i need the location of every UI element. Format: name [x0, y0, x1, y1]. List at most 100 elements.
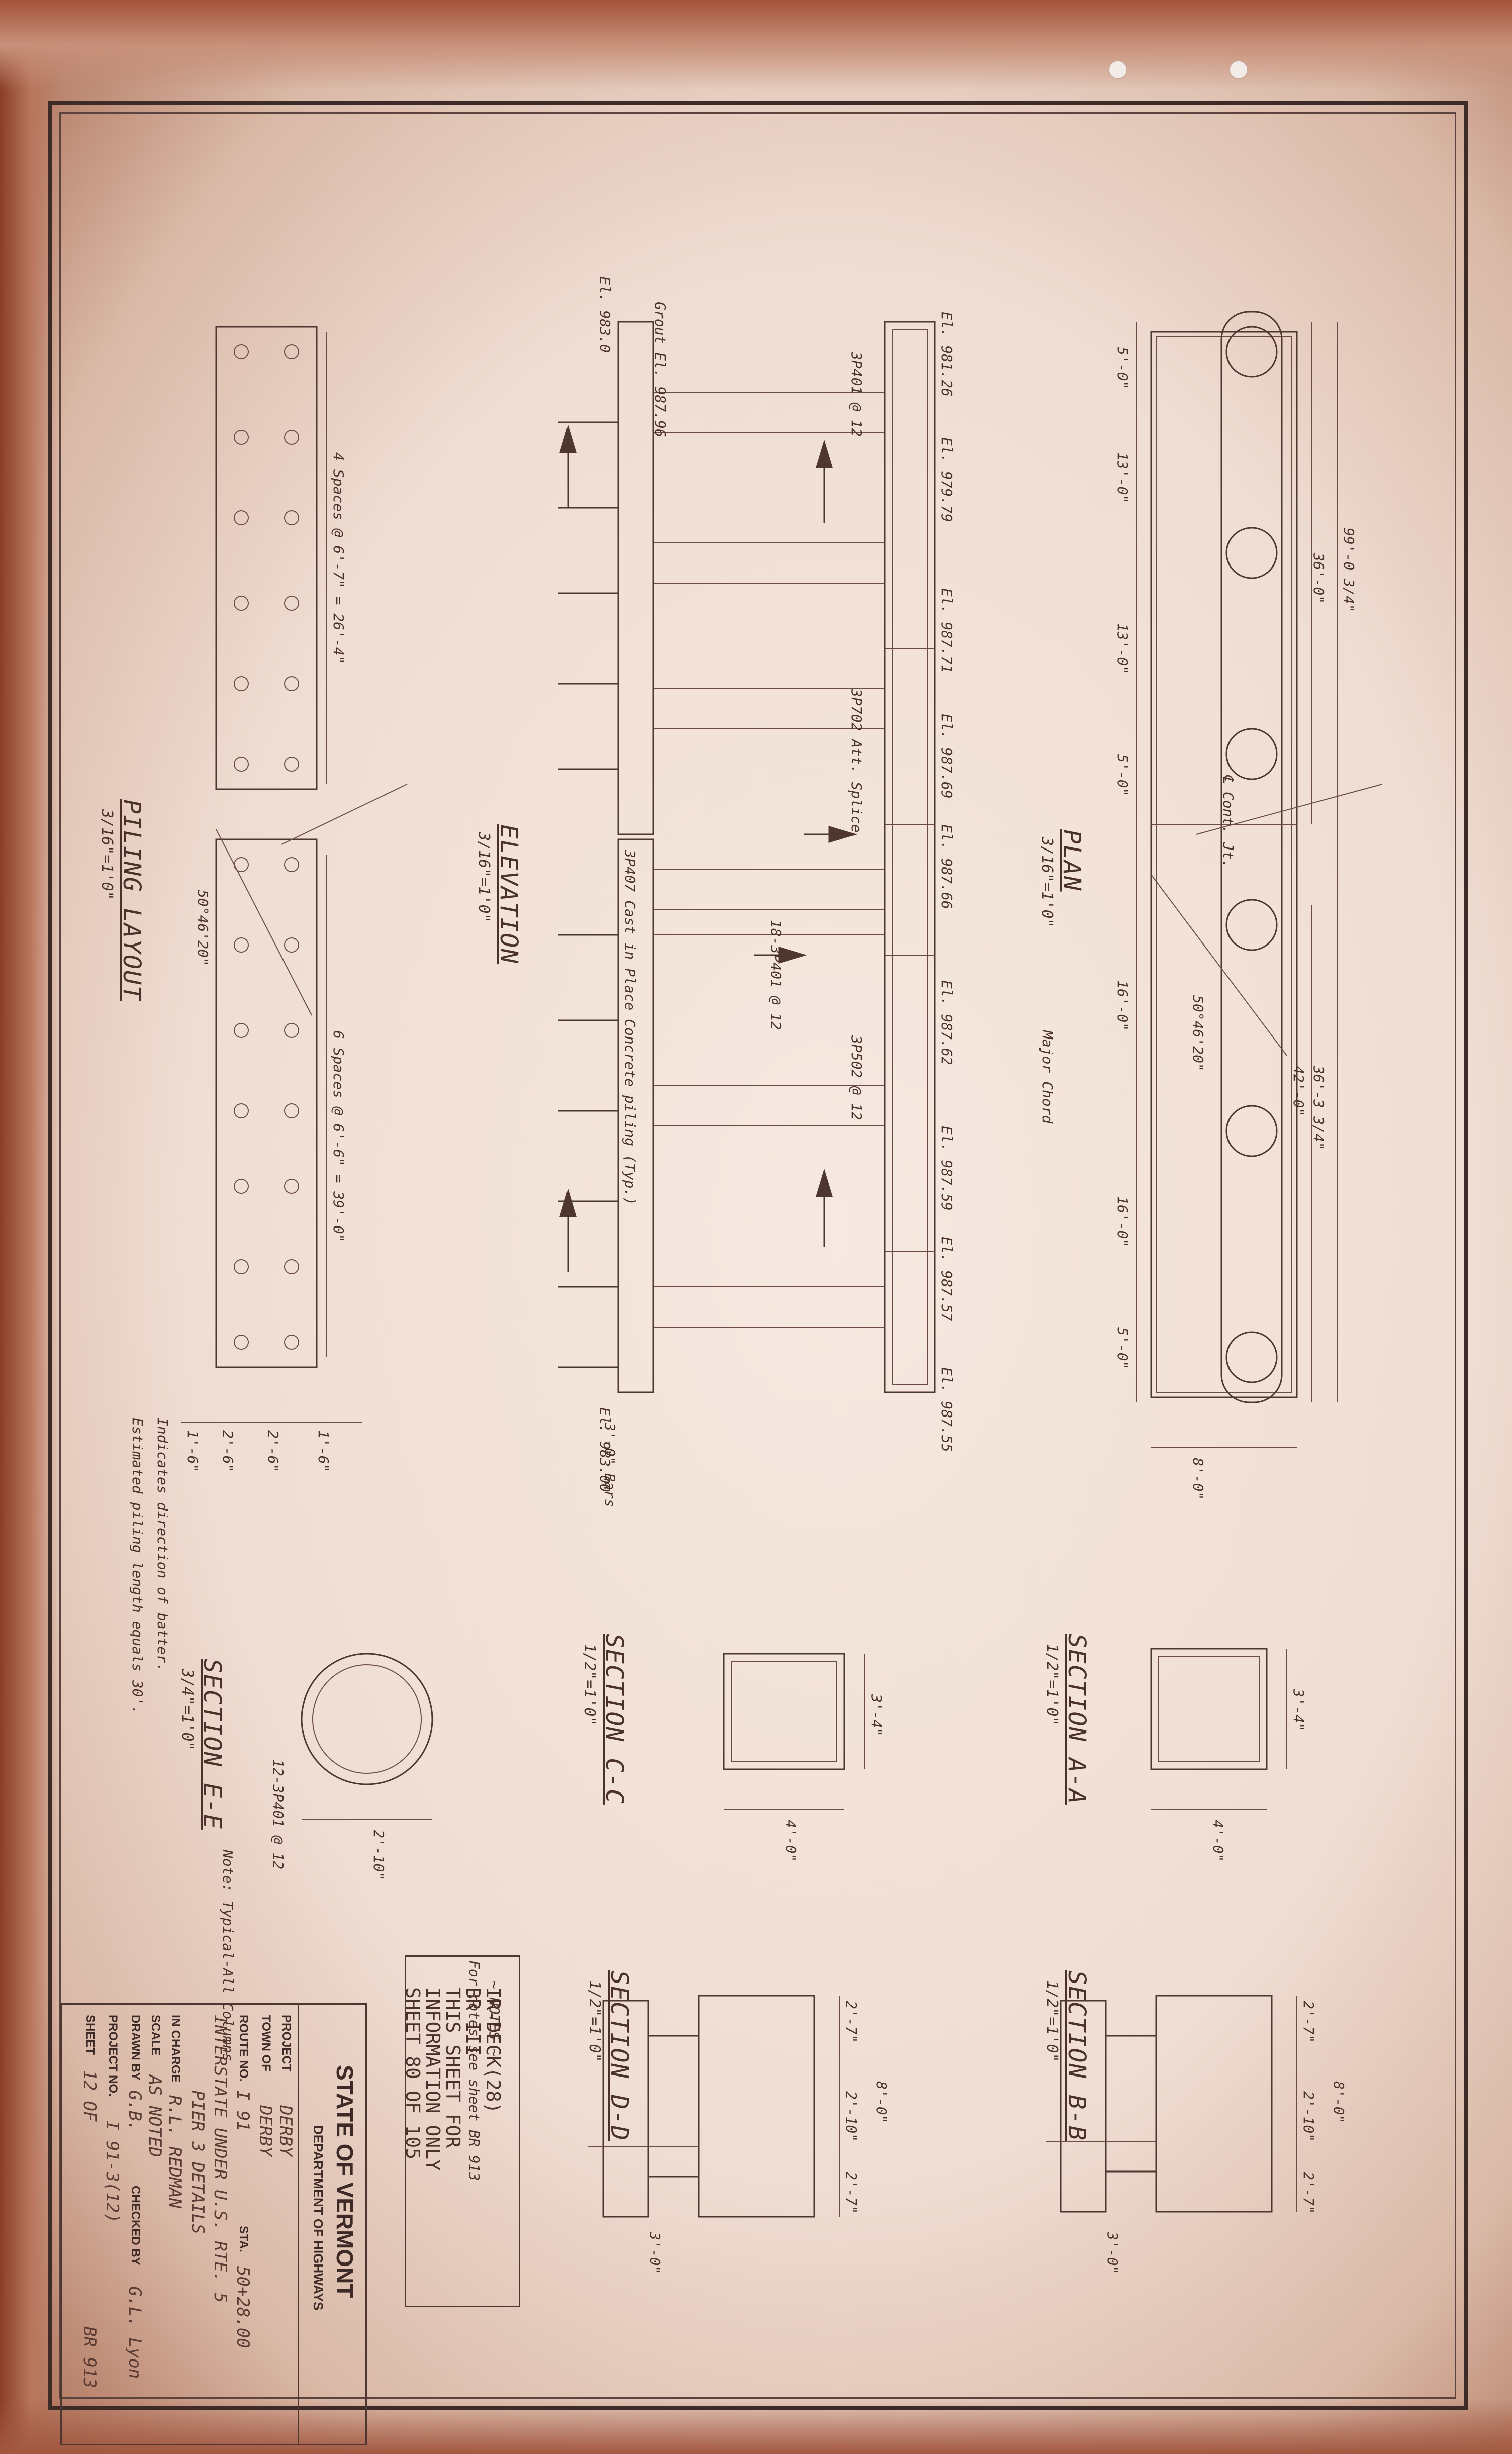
piling-width: 1'-6"	[315, 1430, 332, 1473]
section-cc-view	[723, 1653, 865, 1810]
elevation-footing-right	[617, 838, 654, 1393]
section-dd-overall: 8'-0"	[873, 2081, 890, 2124]
sheet-border-inner	[59, 112, 1456, 2399]
drawn-label: DRAWN BY	[129, 2015, 142, 2081]
section-ee-spiral	[312, 1664, 422, 1774]
section-aa-scale: 1/2"=1'0"	[1043, 1644, 1061, 1726]
project-no-label: PROJECT NO.	[106, 2015, 120, 2097]
checked-label: CHECKED BY	[129, 2186, 142, 2266]
plan-title: PLAN	[1058, 829, 1086, 892]
plan-column	[1225, 899, 1278, 951]
elevation-label: 3'-0" Bars	[602, 1423, 618, 1507]
section-cc-outline	[723, 1653, 845, 1770]
section-bb-scale: 1/2"=1'0"	[1043, 1980, 1061, 2062]
project-label: PROJECT	[279, 2015, 293, 2072]
piling-footing-left	[215, 326, 318, 790]
section-bb-view	[1046, 1995, 1297, 2213]
elevation-label: 3P702 Att. Splice	[848, 689, 865, 833]
route-label: ROUTE NO.	[237, 2015, 250, 2082]
punch-hole	[1229, 60, 1248, 79]
piling-stationing-line	[281, 784, 408, 845]
section-bb-stem	[1105, 2035, 1157, 2173]
elevation-label: El. 987.62	[938, 980, 955, 1065]
section-aa-title: SECTION A-A	[1063, 1634, 1091, 1805]
section-ee-dia: 2'-10"	[370, 1830, 387, 1881]
title-department: DEPARTMENT OF HIGHWAYS	[311, 2125, 326, 2311]
section-dd-scale: 1/2"=1'0"	[586, 1980, 603, 2062]
elevation-label: El. 983.0	[597, 276, 613, 353]
plan-dim-mid: 42'-0"	[1290, 1066, 1307, 1117]
elevation-label: El. 987.69	[938, 714, 955, 799]
elevation-label: El. 987.71	[938, 588, 955, 673]
section-bb-part: 2'-7"	[1300, 2172, 1317, 2214]
section-dd-title: SECTION D-D	[605, 1970, 633, 2141]
elevation-pier-cap	[884, 321, 936, 1393]
section-dd-footing	[602, 2000, 649, 2218]
section-dd-part: 2'-7"	[843, 2001, 860, 2043]
project-value: DERBY	[275, 2105, 296, 2157]
section-bb-overall: 8'-0"	[1331, 2081, 1347, 2124]
piling-skew: 50°46'20"	[195, 890, 211, 966]
piling-layout-view	[181, 326, 408, 1423]
plan-span: 5'-0"	[1114, 1327, 1131, 1370]
section-cc-scale: 1/2"=1'0"	[581, 1644, 598, 1726]
plan-dim-left: 36'-0"	[1310, 553, 1327, 604]
elevation-label: El. 979.79	[938, 437, 955, 522]
plan-column	[1225, 326, 1278, 378]
elevation-label: Major Chord	[1039, 1030, 1056, 1124]
section-bb-footing	[1060, 2000, 1107, 2213]
piling-skew-line	[216, 829, 312, 1016]
section-dd-cap	[698, 1995, 815, 2218]
plan-scale: 3/16"=1'0"	[1038, 837, 1056, 928]
section-ee-outer	[301, 1653, 433, 1785]
section-cc-title: SECTION C-C	[600, 1634, 628, 1805]
drawing-number: BR 913	[79, 2326, 100, 2388]
plan-pier-cap	[1150, 331, 1298, 1398]
plan-centerline-label: ℄ Cont. Jt.	[1220, 774, 1237, 868]
aged-edge-top	[0, 0, 1512, 90]
town-value: DERBY	[255, 2105, 275, 2157]
plan-span: 13'-0"	[1114, 623, 1131, 675]
plan-span: 5'-0"	[1114, 347, 1131, 390]
elevation-label: El. 987.59	[938, 1126, 955, 1211]
piling-scale: 3/16"=1'0"	[98, 809, 116, 900]
project-no-value: I 91-3(12)	[102, 2120, 122, 2223]
elevation-footing-left	[617, 321, 654, 835]
section-bb-base: 3'-0"	[1104, 2232, 1121, 2275]
description-1: INTERSTATE UNDER U.S. RTE. 5	[210, 2015, 230, 2303]
piling-width: 1'-6"	[184, 1430, 201, 1473]
elevation-piles	[558, 421, 618, 1368]
town-label: TOWN OF	[259, 2015, 273, 2071]
title-block: STATE OF VERMONT DEPARTMENT OF HIGHWAYS …	[60, 2003, 367, 2445]
sta-value: 50+28.00	[233, 2266, 253, 2348]
section-ee-title: SECTION E-E	[198, 1659, 226, 1830]
piling-legend-2: Estimated piling length equals 30'.	[129, 1418, 146, 1715]
info-line: THIS SHEET FOR	[442, 1987, 464, 2148]
sheet-border-outer	[48, 101, 1468, 2410]
plan-column	[1225, 1331, 1278, 1383]
info-line: BR III	[462, 1987, 484, 2056]
elevation-cap-inner	[892, 329, 928, 1385]
plan-skew-line	[1151, 874, 1287, 1056]
plan-span: 13'-0"	[1114, 452, 1131, 504]
piling-spacing-left: 4 Spaces @ 6'-7" = 26'-4"	[330, 452, 347, 665]
section-cc-height: 3'-4"	[868, 1694, 885, 1737]
elevation-label: 3P407 Cast in Place Concrete piling (Typ…	[622, 850, 638, 1206]
info-stamp: IR-DECK(28) BR III THIS SHEET FOR INFORM…	[402, 1955, 520, 2307]
section-aa-view	[1150, 1648, 1287, 1810]
plan-column	[1225, 728, 1278, 780]
plan-span: 5'-0"	[1114, 754, 1131, 797]
piling-spacing-right: 6 Spaces @ 6'-6" = 39'-0"	[330, 1030, 347, 1243]
plan-dim-width: 8'-0"	[1190, 1458, 1206, 1500]
section-bb-cap	[1155, 1995, 1273, 2213]
sheet-value: 12 OF	[79, 2070, 100, 2122]
section-dd-part: 2'-10"	[843, 2091, 860, 2142]
section-aa-width: 4'-0"	[1210, 1820, 1226, 1862]
checked-value: G.L. Lyon	[125, 2286, 145, 2379]
plan-column	[1225, 527, 1278, 579]
plan-cap-inner	[1156, 336, 1292, 1393]
in-charge-label: IN CHARGE	[169, 2015, 182, 2083]
elevation-view	[558, 321, 936, 1393]
plan-beam-strip	[1220, 311, 1283, 1403]
